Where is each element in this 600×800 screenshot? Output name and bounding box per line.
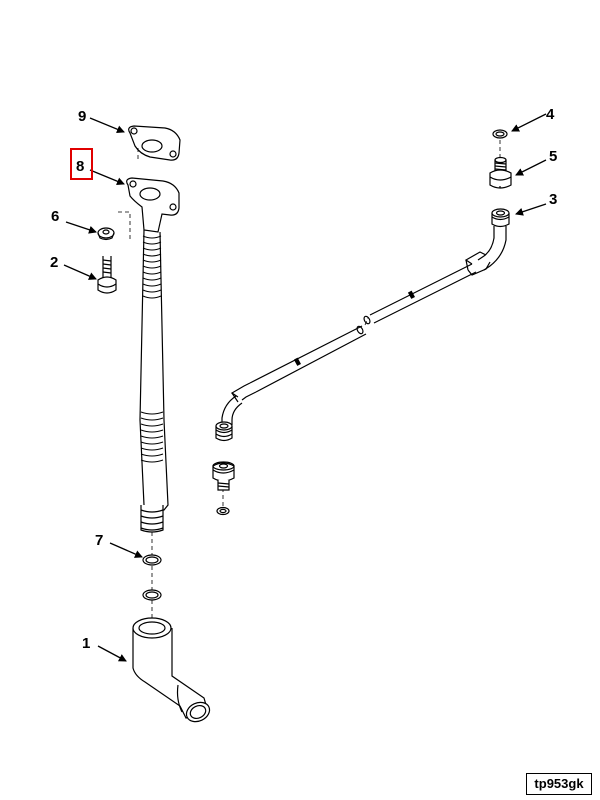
callout-4: 4 bbox=[546, 106, 555, 123]
adapter-part-1 bbox=[132, 617, 211, 723]
o-ring-lower bbox=[216, 506, 230, 516]
callout-5: 5 bbox=[549, 148, 557, 165]
callout-2: 2 bbox=[50, 254, 58, 271]
callout-7: 7 bbox=[95, 532, 103, 549]
o-ring-part-7 bbox=[142, 554, 162, 601]
callout-1: 1 bbox=[82, 635, 90, 652]
tube-nut-part-3 bbox=[477, 208, 510, 271]
fitting-lower bbox=[212, 461, 235, 491]
callout-8: 8 bbox=[76, 158, 84, 175]
gasket-part-9 bbox=[128, 125, 181, 161]
callout-highlight-box bbox=[70, 148, 93, 180]
centerline-dashed bbox=[118, 140, 501, 625]
washer-part-6 bbox=[97, 227, 115, 241]
callout-6: 6 bbox=[51, 208, 59, 225]
reference-code-box: tp953gk bbox=[526, 773, 592, 795]
oil-supply-tube bbox=[221, 251, 491, 425]
leader-lines bbox=[63, 113, 547, 662]
o-ring-part-4 bbox=[492, 129, 508, 139]
callout-9: 9 bbox=[78, 108, 86, 125]
reference-code: tp953gk bbox=[534, 776, 584, 791]
fitting-part-5 bbox=[489, 156, 512, 189]
flange-part-8 bbox=[126, 177, 180, 233]
oil-drain-tube bbox=[139, 229, 169, 533]
callout-3: 3 bbox=[549, 191, 557, 208]
bolt-part-2 bbox=[97, 256, 117, 294]
tube-nut-lower bbox=[215, 421, 233, 442]
